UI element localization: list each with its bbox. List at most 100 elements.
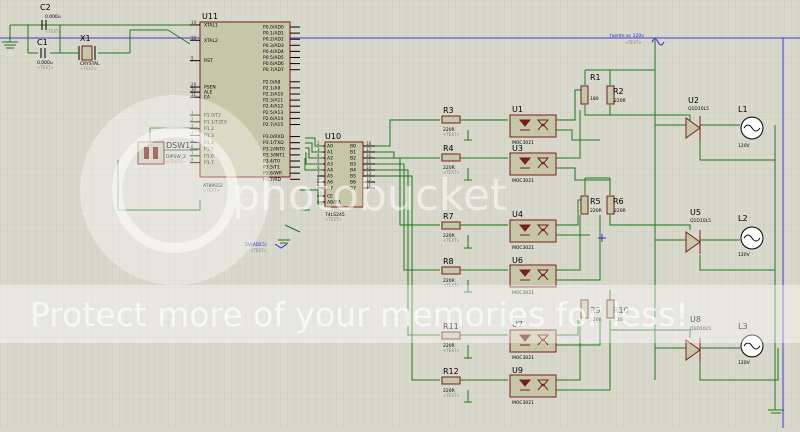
ac-source-label: fuente ac 120v [610,33,644,39]
u11-right-pin-label: P2.0/A8 [263,79,280,85]
u2-triac: U2 Q1D10L5 [685,96,709,140]
photobucket-watermark: photobucket Protect more of your memorie… [0,95,800,343]
r5-resistor: R5 220R [580,195,602,215]
u11-right-pin-label: P0.4/AD4 [263,49,284,55]
r11-ref: R11 [443,322,459,331]
u11-left-pin-number: 31 [191,92,197,97]
u11-right-pin-label: P2.1/A9 [263,85,280,91]
u11-left-pin-label: XTAL2 [204,38,218,44]
probe-marker [598,234,606,242]
u10-output-wires [375,119,440,381]
r11-text-placeholder: <TEXT> [443,348,460,353]
u11-left-pin-number: 2 [191,117,194,122]
u11-right-pin-label: P3.5/T1 [263,165,280,171]
r12-ref: R12 [443,367,459,376]
u10-left-pin-number: 5 [317,159,320,164]
vdc-source: 5V(ADE5) <TEXT> [245,242,288,253]
u7-value: MOC3021 [512,355,534,361]
x1-value: CRYSTAL [80,61,100,67]
x1-text-placeholder: <TEXT> [80,66,97,71]
u10-left-pin-label: CE [327,194,333,200]
u5-ref: U5 [690,208,701,217]
u10-right-pin-label: B3 [350,162,356,168]
r9-resistor: R9 220R [580,299,602,323]
u5-triac: U5 Q1D10L5 [685,208,711,254]
u10-right-pin-number: 13 [366,171,372,176]
r8-value: 220R [443,278,455,284]
u1-ref: U1 [512,105,523,114]
u10-left-pin-label: A2 [327,156,333,162]
l1-value: 120V [738,143,751,149]
u3-ref: U3 [512,144,523,153]
u10-left-pin-number: 19 [317,191,323,196]
u11-right-pin-label: P2.3/A11 [263,98,283,104]
r12-resistor: R12 220R <TEXT> [441,367,461,398]
u11-right-pin-label: P3.0/RXD [263,134,285,140]
u10-left-pin-label: A7 [327,186,333,192]
u11-right-pin-label: P0.3/AD3 [263,43,284,49]
u5-value: Q1D10L5 [690,218,711,224]
c1-ref: C1 [37,38,48,47]
l1-lamp: L1 120V [738,105,764,149]
crystal-symbol [81,45,93,61]
r5-ref: R5 [590,197,601,206]
u9-value: MOC3021 [512,400,534,406]
u10-text-placeholder: <TEXT> [325,217,342,222]
u11-right-pin-label: P3.2/INT0 [263,146,285,152]
u11-left-pin-number: 1 [191,110,194,115]
crystal-circuit: C2 0.000u <TEXT> C1 0.000u <TEXT> X1 CRY… [2,3,191,71]
watermark-brand: photobucket [232,170,507,221]
u11-left-pin-label: P1.7 [204,160,214,166]
u10-right-pin-label: B0 [350,144,356,150]
u10-right-pin-number: 15 [366,159,372,164]
r6-value: 220R [614,208,626,214]
r6-resistor: R6 220R [606,195,626,215]
u10-left-pin-label: AB/BA [327,200,342,206]
r2-resistor: R2 220R [606,85,626,105]
r6-ref: R6 [613,197,624,206]
r5-value: 220R [590,208,602,214]
x1-ref: X1 [80,34,91,43]
u10-left-pin-label: A4 [327,168,333,174]
u10-right-pin-number: 12 [366,177,372,182]
u11-left-pin-number: 19 [191,20,197,25]
r9-ref: R9 [590,306,601,315]
bus-wires [278,137,323,244]
u11-left-pin-label: ALE [204,90,213,96]
l2-value: 120V [738,252,751,258]
u10-left-pin-number: 9 [317,183,320,188]
u9-ref: U9 [512,366,523,375]
u11-right-pin-label: P0.6/AD6 [263,61,284,67]
u10-right-pin-label: B1 [350,150,356,156]
u11-left-pin-number: 7 [191,151,194,156]
r11-value: 220R [443,343,455,349]
u10-right-pin-label: B4 [350,168,356,174]
u11-right-pin-label: P0.7/AD7 [263,67,284,73]
u11-right-pin-label: P3.4/T0 [263,159,280,165]
r2-ref: R2 [613,87,624,96]
vdc-text-placeholder: <TEXT> [250,248,267,253]
u11-left-pin-label: P1.1/T2EX [204,119,227,125]
u11-left-pin-label: PSEN [204,85,216,91]
u11-left-pin-number: 18 [191,35,197,40]
u11-right-pin-label: P2.7/A15 [263,122,283,128]
u10-body [324,141,364,208]
watermark-logo-circle [80,95,270,285]
u11-text-placeholder: <TEXT> [203,188,220,193]
r8-text-placeholder: <TEXT> [443,283,460,288]
r3-ref: R3 [443,106,454,115]
r1-ref: R1 [590,73,601,82]
u10-buffer: U10 74LS245 <TEXT> A02A13A24A35A46A57A68… [317,132,375,222]
u10-left-pin-label: A1 [327,150,333,156]
r9-value: 220R [590,317,602,323]
u10-left-pin-label: A5 [327,174,333,180]
r10-resistor: R10 220R [606,299,629,323]
opto-output-wires [556,40,784,414]
u11-part: AT89S52 [203,183,223,189]
opto-couplers: U1 MOC3021 U3 MOC3021 U4 MOC3021 U6 MOC3… [509,105,557,406]
c1-text-placeholder: <TEXT> [37,65,54,70]
